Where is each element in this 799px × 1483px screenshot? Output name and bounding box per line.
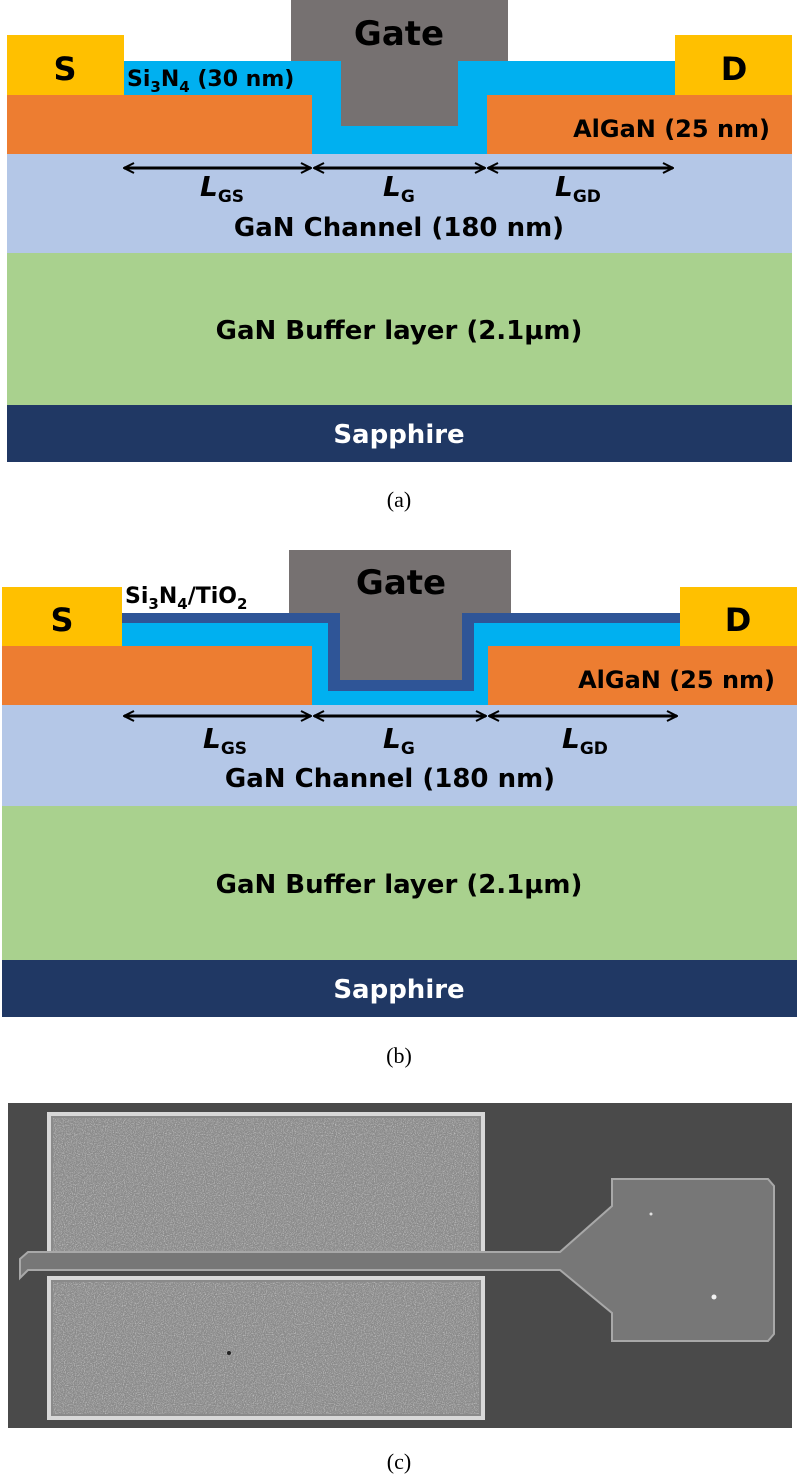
drain-pad-texture	[53, 1282, 479, 1414]
lg-label: LG	[383, 722, 415, 759]
drain-contact	[675, 35, 792, 95]
gan-buffer-layer	[2, 806, 797, 960]
lgd-label: LGD	[555, 170, 601, 207]
passivation-label: Si3N4 (30 nm)	[127, 67, 294, 96]
channel-label: GaN Channel (180 nm)	[234, 213, 564, 243]
debris-particle	[227, 1351, 231, 1355]
gate-label: Gate	[356, 563, 446, 603]
algan-layer-right	[488, 646, 797, 705]
algan-layer-left	[7, 95, 312, 154]
sapphire-layer	[7, 405, 792, 462]
gan-buffer-layer	[7, 253, 792, 405]
algan-label: AlGaN (25 nm)	[578, 666, 775, 694]
panel-a-cross-section: S D Gate Si3N4 (30 nm) AlGaN (25 nm) LGS…	[7, 0, 792, 462]
panel-c-sem-image	[8, 1103, 792, 1428]
gate-electrode	[291, 0, 508, 126]
si3n4-passivation-layer	[122, 613, 680, 705]
debris-particle	[649, 1212, 653, 1216]
source-contact	[7, 35, 124, 95]
gate-label: Gate	[354, 14, 444, 54]
lg-label: LG	[383, 170, 415, 207]
caption-c: (c)	[387, 1449, 411, 1474]
drain-label: D	[725, 601, 752, 639]
algan-layer-left	[2, 646, 312, 705]
channel-label: GaN Channel (180 nm)	[225, 764, 555, 794]
sapphire-label: Sapphire	[333, 420, 464, 450]
source-label: S	[50, 601, 73, 639]
algan-layer-right	[487, 95, 792, 154]
lgd-label: LGD	[562, 722, 608, 759]
sapphire-layer	[2, 960, 797, 1017]
source-label: S	[53, 50, 76, 88]
sapphire-label: Sapphire	[333, 975, 464, 1005]
panel-b-cross-section: S D Gate Si3N4/TiO2 AlGaN (25 nm) LGS LG…	[2, 550, 797, 1017]
buffer-label: GaN Buffer layer (2.1µm)	[216, 316, 583, 346]
lgs-label: LGS	[203, 722, 247, 759]
debris-particle	[711, 1294, 717, 1300]
gate-finger-and-pad	[19, 1178, 775, 1342]
lgs-label: LGS	[200, 170, 244, 207]
caption-a: (a)	[387, 487, 411, 512]
drain-contact	[680, 587, 797, 646]
drain-label: D	[721, 50, 748, 88]
passivation-label: Si3N4/TiO2	[125, 584, 247, 613]
gate-electrode	[289, 550, 511, 680]
si3n4-passivation-layer	[124, 61, 675, 154]
buffer-label: GaN Buffer layer (2.1µm)	[216, 870, 583, 900]
source-contact	[2, 587, 122, 646]
caption-b: (b)	[386, 1043, 412, 1068]
source-pad-texture	[53, 1118, 479, 1260]
tio2-passivation-layer	[122, 613, 680, 691]
algan-label: AlGaN (25 nm)	[573, 115, 770, 143]
